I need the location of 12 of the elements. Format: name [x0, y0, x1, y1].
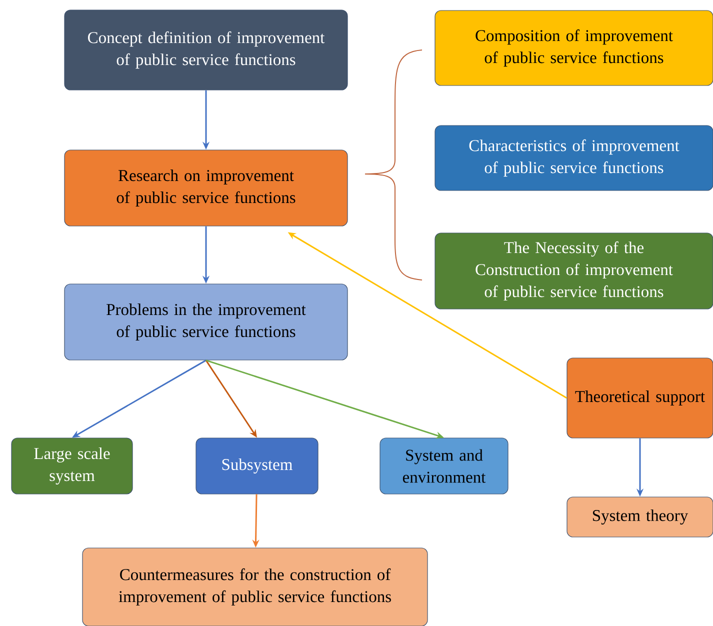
- process-box: Concept definition of improvement of public service functions: [64, 10, 348, 90]
- process-box: Countermeasures for the construction of improvement of public service functions: [82, 548, 428, 626]
- process-box: System theory: [566, 496, 713, 538]
- process-box: Research on improvement of public service functions: [64, 150, 348, 226]
- process-box: Subsystem: [196, 438, 318, 494]
- process-box: The Necessity of the Construction of improvement of public service functions: [434, 232, 713, 310]
- process-box: Composition of improvement of public service functions: [434, 10, 713, 86]
- process-box: Characteristics of improvement of public service functions: [434, 125, 713, 191]
- process-box: System and environment: [380, 438, 508, 494]
- process-box: Problems in the improvement of public service functions: [64, 284, 348, 360]
- process-box: Theoretical support: [566, 358, 713, 438]
- process-box: Large scale system: [11, 438, 133, 494]
